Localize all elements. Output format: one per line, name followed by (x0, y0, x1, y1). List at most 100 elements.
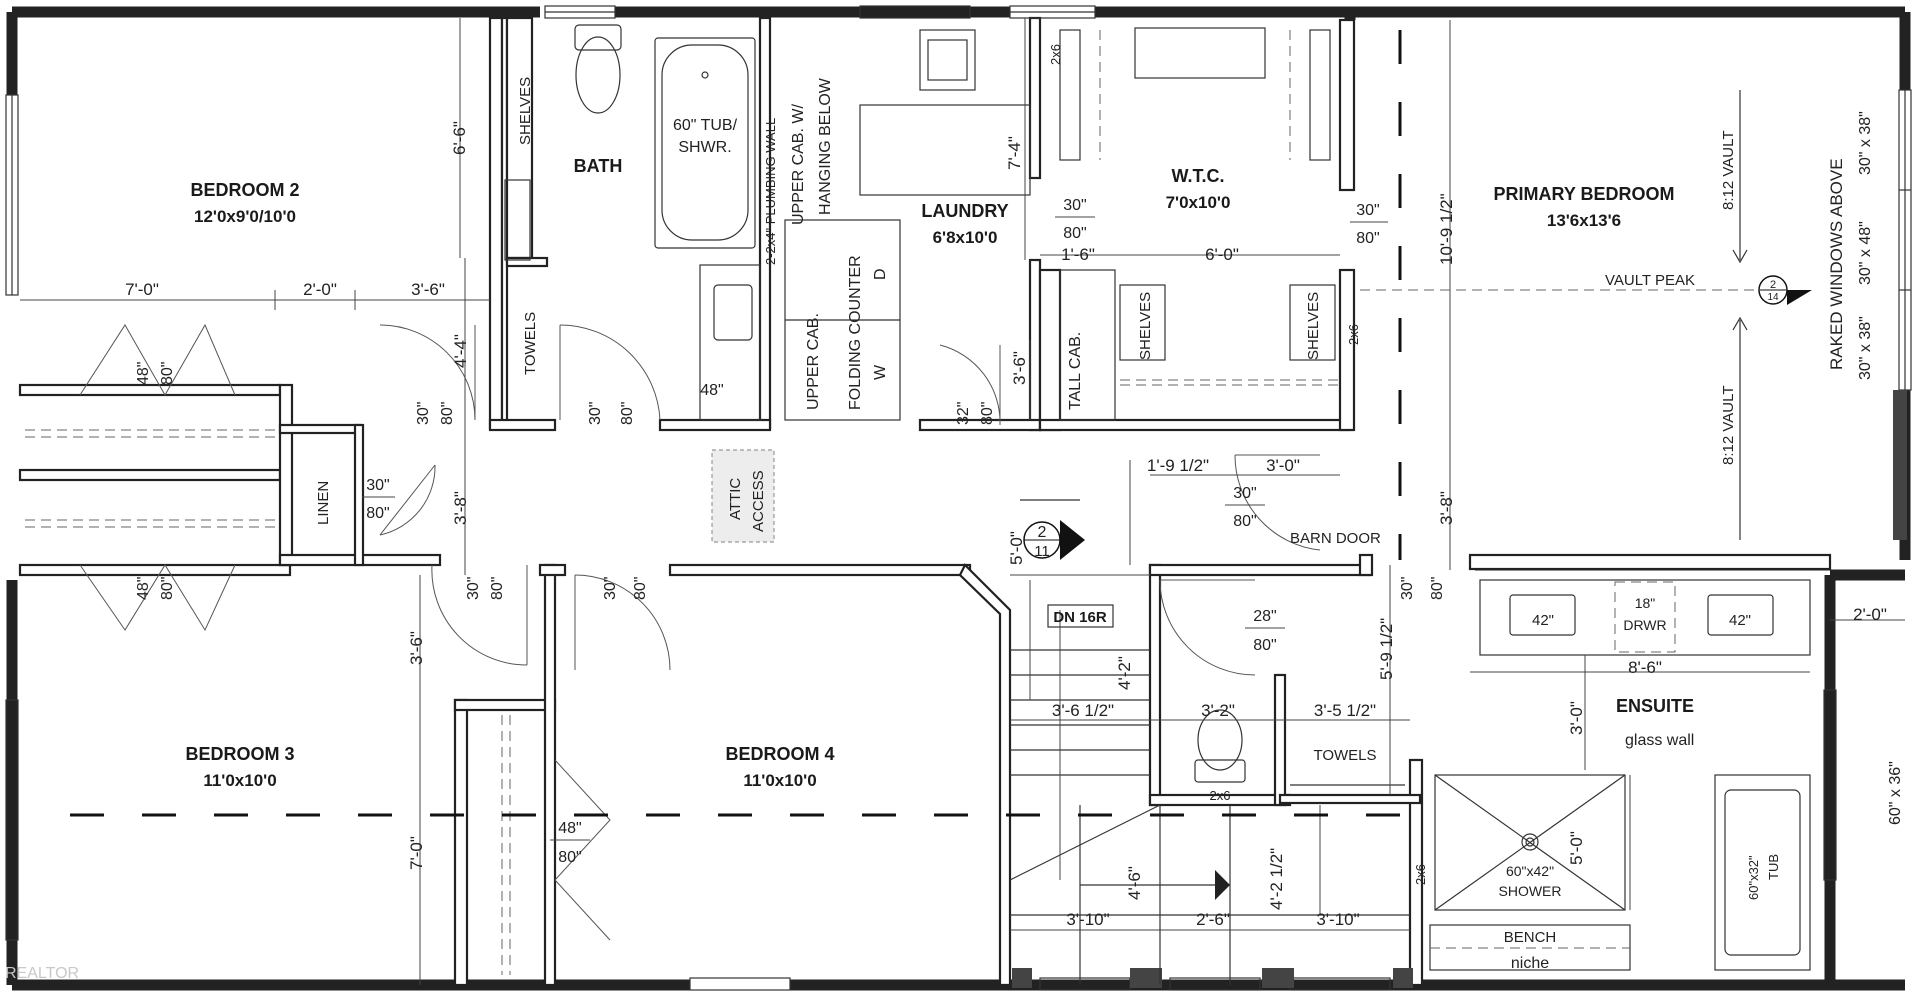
raked-window-1: 30" x 38" (1857, 111, 1874, 175)
door-bed4-w: 30" (602, 577, 619, 600)
sink-left-label: 42" (1532, 612, 1554, 629)
fixtures (25, 24, 1811, 975)
vault-peak-label: VAULT PEAK (1605, 272, 1695, 289)
door-bed2-bifold-w: 48" (135, 362, 152, 385)
door-linen-w: 30" (366, 477, 389, 494)
fixture-labels: SHELVES TOWELS 60" TUB/ SHWR. 2-2x4" PLU… (5, 44, 1904, 982)
interior-walls (18, 16, 1832, 987)
door-bath-h: 80" (619, 402, 636, 425)
hatched-posts (1012, 390, 1907, 988)
dim-1-9: 1'-9 1/2" (1147, 456, 1209, 475)
sink-bath-label: 48" (700, 382, 723, 399)
dim-5-9: 5'-9 1/2" (1377, 618, 1396, 680)
door-laundry-h: 80" (979, 402, 996, 425)
door-bed3-w: 30" (465, 577, 482, 600)
dim-7-0: 7'-0" (125, 280, 159, 299)
dim-4-2: 4'-2" (1115, 656, 1134, 690)
laundry-name: LAUNDRY (921, 201, 1008, 221)
watermark: REALTOR (5, 965, 79, 982)
dim-1-6: 1'-6" (1061, 245, 1095, 264)
door-bed3-closet-h: 80" (558, 849, 581, 866)
bedroom3-name: BEDROOM 3 (185, 744, 294, 764)
towels-label-wc: TOWELS (1313, 747, 1376, 764)
stud-label-stair: 2x6 (1210, 788, 1231, 803)
dim-3-8-hall: 3'-8" (451, 491, 470, 525)
shower-size-label: 60"x42" (1506, 863, 1554, 879)
barn-door-label: BARN DOOR (1290, 530, 1381, 547)
dim-3-0-wtc: 3'-0" (1266, 456, 1300, 475)
washer-label: W (872, 364, 889, 380)
dim-3-6-bed3: 3'-6" (407, 631, 426, 665)
attic-label-1: ATTIC (727, 478, 744, 520)
vault-label-top: 8:12 VAULT (1720, 131, 1737, 210)
door-bed2-bifold-h: 80" (159, 362, 176, 385)
shelves-label-wtc-right: SHELVES (1305, 292, 1322, 360)
dim-6-6: 6'-6" (450, 121, 469, 155)
door-swings (79, 323, 1321, 941)
dim-3-6-top: 3'-6" (411, 280, 445, 299)
tall-cab-label: TALL CAB. (1067, 332, 1084, 410)
attic-label-2: ACCESS (750, 470, 767, 532)
bedroom2-name: BEDROOM 2 (190, 180, 299, 200)
bedroom4-size: 11'0x10'0 (743, 771, 816, 790)
bedroom3-size: 11'0x10'0 (203, 771, 276, 790)
raked-window-3: 30" x 38" (1857, 316, 1874, 380)
bedroom2-size: 12'0x9'0/10'0 (194, 207, 296, 226)
stud-label-wtc-top: 2x6 (1048, 44, 1063, 65)
tub-label-2: SHWR. (678, 139, 731, 156)
hanging-below-label: HANGING BELOW (817, 77, 834, 215)
raked-windows-label: RAKED WINDOWS ABOVE (1827, 158, 1846, 370)
door-bed3-bifold-h: 80" (159, 577, 176, 600)
dim-2-6: 2'-6" (1196, 910, 1230, 929)
sink-right-label: 42" (1729, 612, 1751, 629)
stairs (1009, 604, 1410, 985)
dimension-lines (20, 18, 1905, 985)
wtc-size: 7'0x10'0 (1166, 193, 1231, 212)
niche-label: niche (1511, 955, 1549, 972)
dim-3-10-right: 3'-10" (1316, 910, 1359, 929)
dim-2-0: 2'-0" (303, 280, 337, 299)
dimension-labels: 7'-0" 2'-0" 3'-6" 6'-6" 4'-4" 3'-8" 3'-6… (125, 121, 1887, 929)
door-bed3-h: 80" (489, 577, 506, 600)
bath-name: BATH (574, 156, 623, 176)
door-wc-h: 80" (1253, 637, 1276, 654)
dim-7-4: 7'-4" (1005, 136, 1024, 170)
drawer-label-2: DRWR (1623, 617, 1666, 633)
door-labels: 48" 80" 48" 80" 30" 80" 30" 80" 32" 80" … (135, 197, 1446, 866)
door-wtc-right-h: 80" (1356, 230, 1379, 247)
tub-label-1: 60" TUB/ (673, 117, 738, 134)
dim-3-6-laundry: 3'-6" (1010, 351, 1029, 385)
dim-10-9: 10'-9 1/2" (1437, 193, 1456, 265)
door-barn-h: 80" (1233, 513, 1256, 530)
bedroom4-name: BEDROOM 4 (725, 744, 834, 764)
stud-label-wtc-right: 2x6 (1346, 324, 1361, 345)
raked-window-2: 30" x 48" (1857, 221, 1874, 285)
dim-2-0-right: 2'-0" (1853, 605, 1887, 624)
laundry-size: 6'8x10'0 (933, 228, 998, 247)
shower-label: SHOWER (1499, 883, 1562, 899)
dim-4-4: 4'-4" (451, 334, 470, 368)
door-wtc-left-w: 30" (1063, 197, 1086, 214)
dim-6-0: 6'-0" (1205, 245, 1239, 264)
dryer-label: D (872, 268, 889, 280)
section-primary-top: 2 (1770, 279, 1776, 291)
door-bed3-closet-w: 48" (558, 820, 581, 837)
shelves-label-wtc-left: SHELVES (1137, 292, 1154, 360)
door-wtc-left-h: 80" (1063, 225, 1086, 242)
dim-8-6: 8'-6" (1628, 658, 1662, 677)
section-primary-bot: 14 (1767, 292, 1779, 303)
door-ensuite-w: 30" (1399, 577, 1416, 600)
dim-3-6-half: 3'-6 1/2" (1052, 701, 1114, 720)
bench-label: BENCH (1504, 929, 1557, 946)
dim-3-2: 3'-2" (1201, 701, 1235, 720)
door-linen-h: 80" (366, 505, 389, 522)
drawer-label-1: 18" (1635, 595, 1656, 611)
linen-label: LINEN (315, 481, 332, 525)
folding-counter-label: FOLDING COUNTER (847, 255, 864, 410)
dim-3-8-primary: 3'-8" (1437, 491, 1456, 525)
primary-name: PRIMARY BEDROOM (1493, 184, 1674, 204)
door-bed4-h: 80" (632, 577, 649, 600)
dim-4-2-half: 4'-2 1/2" (1267, 848, 1286, 910)
door-bed2-h: 80" (439, 402, 456, 425)
